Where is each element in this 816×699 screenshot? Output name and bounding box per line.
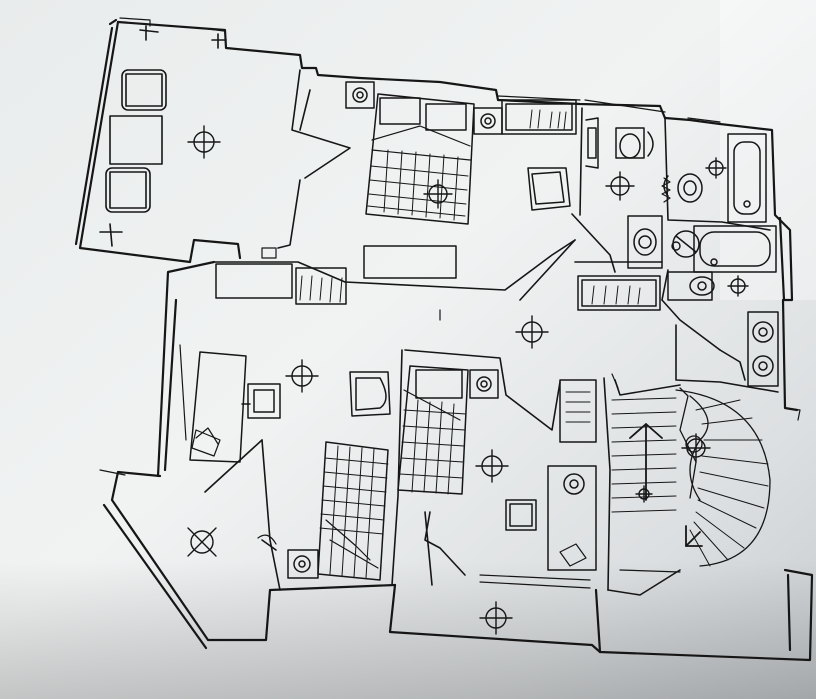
desk-right [547, 465, 597, 571]
double-sink [747, 311, 779, 387]
nightstand-bottom-left [287, 549, 319, 579]
exterior-walls [74, 18, 814, 662]
door-marks [257, 247, 619, 545]
wardrobe-vertical [559, 379, 597, 443]
bedroom-armchair [527, 167, 571, 211]
light-symbol [285, 359, 319, 393]
living-furniture [99, 25, 227, 247]
light-symbol [423, 179, 453, 209]
interior-walls [204, 69, 779, 596]
study-furniture [189, 263, 391, 463]
bathroom-fixtures [577, 117, 779, 387]
bathtub-right [727, 133, 767, 223]
bathtub-middle [693, 225, 777, 273]
light-symbol [605, 171, 635, 201]
light-symbol [515, 315, 549, 349]
light-symbol [187, 125, 221, 159]
master-bedroom-furniture [345, 81, 577, 279]
toilet-top [615, 127, 654, 159]
light-symbol [671, 241, 681, 251]
light-symbol [187, 527, 217, 557]
wardrobe-bath [577, 275, 661, 311]
desk-chair-right [505, 499, 537, 531]
bed-quilt-grid [367, 149, 469, 221]
light-symbol [635, 485, 653, 503]
room-right-furniture [505, 379, 597, 571]
shower-unit [585, 117, 599, 169]
ceiling-lights [187, 125, 749, 635]
armchair-top [121, 69, 167, 111]
light-symbol [681, 433, 711, 463]
light-symbol [479, 601, 513, 635]
vanity-sink-1 [627, 215, 663, 269]
coffee-table [109, 115, 163, 165]
light-symbol [705, 157, 727, 179]
light-symbol [475, 449, 509, 483]
bidet [663, 173, 703, 203]
stair-arrow-down [685, 525, 703, 547]
nightstand-left [345, 81, 375, 109]
nightstand-middle [469, 369, 499, 399]
wardrobe-corridor [215, 263, 347, 305]
desk-chair-left [241, 383, 281, 419]
double-bed [365, 93, 475, 225]
round-sink [672, 230, 700, 258]
dresser [363, 245, 457, 279]
nightstand-right [473, 107, 503, 135]
light-symbol [727, 275, 749, 297]
desk-left [189, 351, 247, 463]
stair-arrow-up [629, 423, 663, 501]
toilet-lower [667, 271, 715, 301]
wardrobe-top [501, 99, 577, 135]
single-bed-middle [397, 365, 499, 495]
armchair-study [349, 371, 391, 417]
staircase [611, 387, 771, 567]
armchair-bottom [105, 167, 151, 213]
single-bed-left [287, 441, 389, 581]
